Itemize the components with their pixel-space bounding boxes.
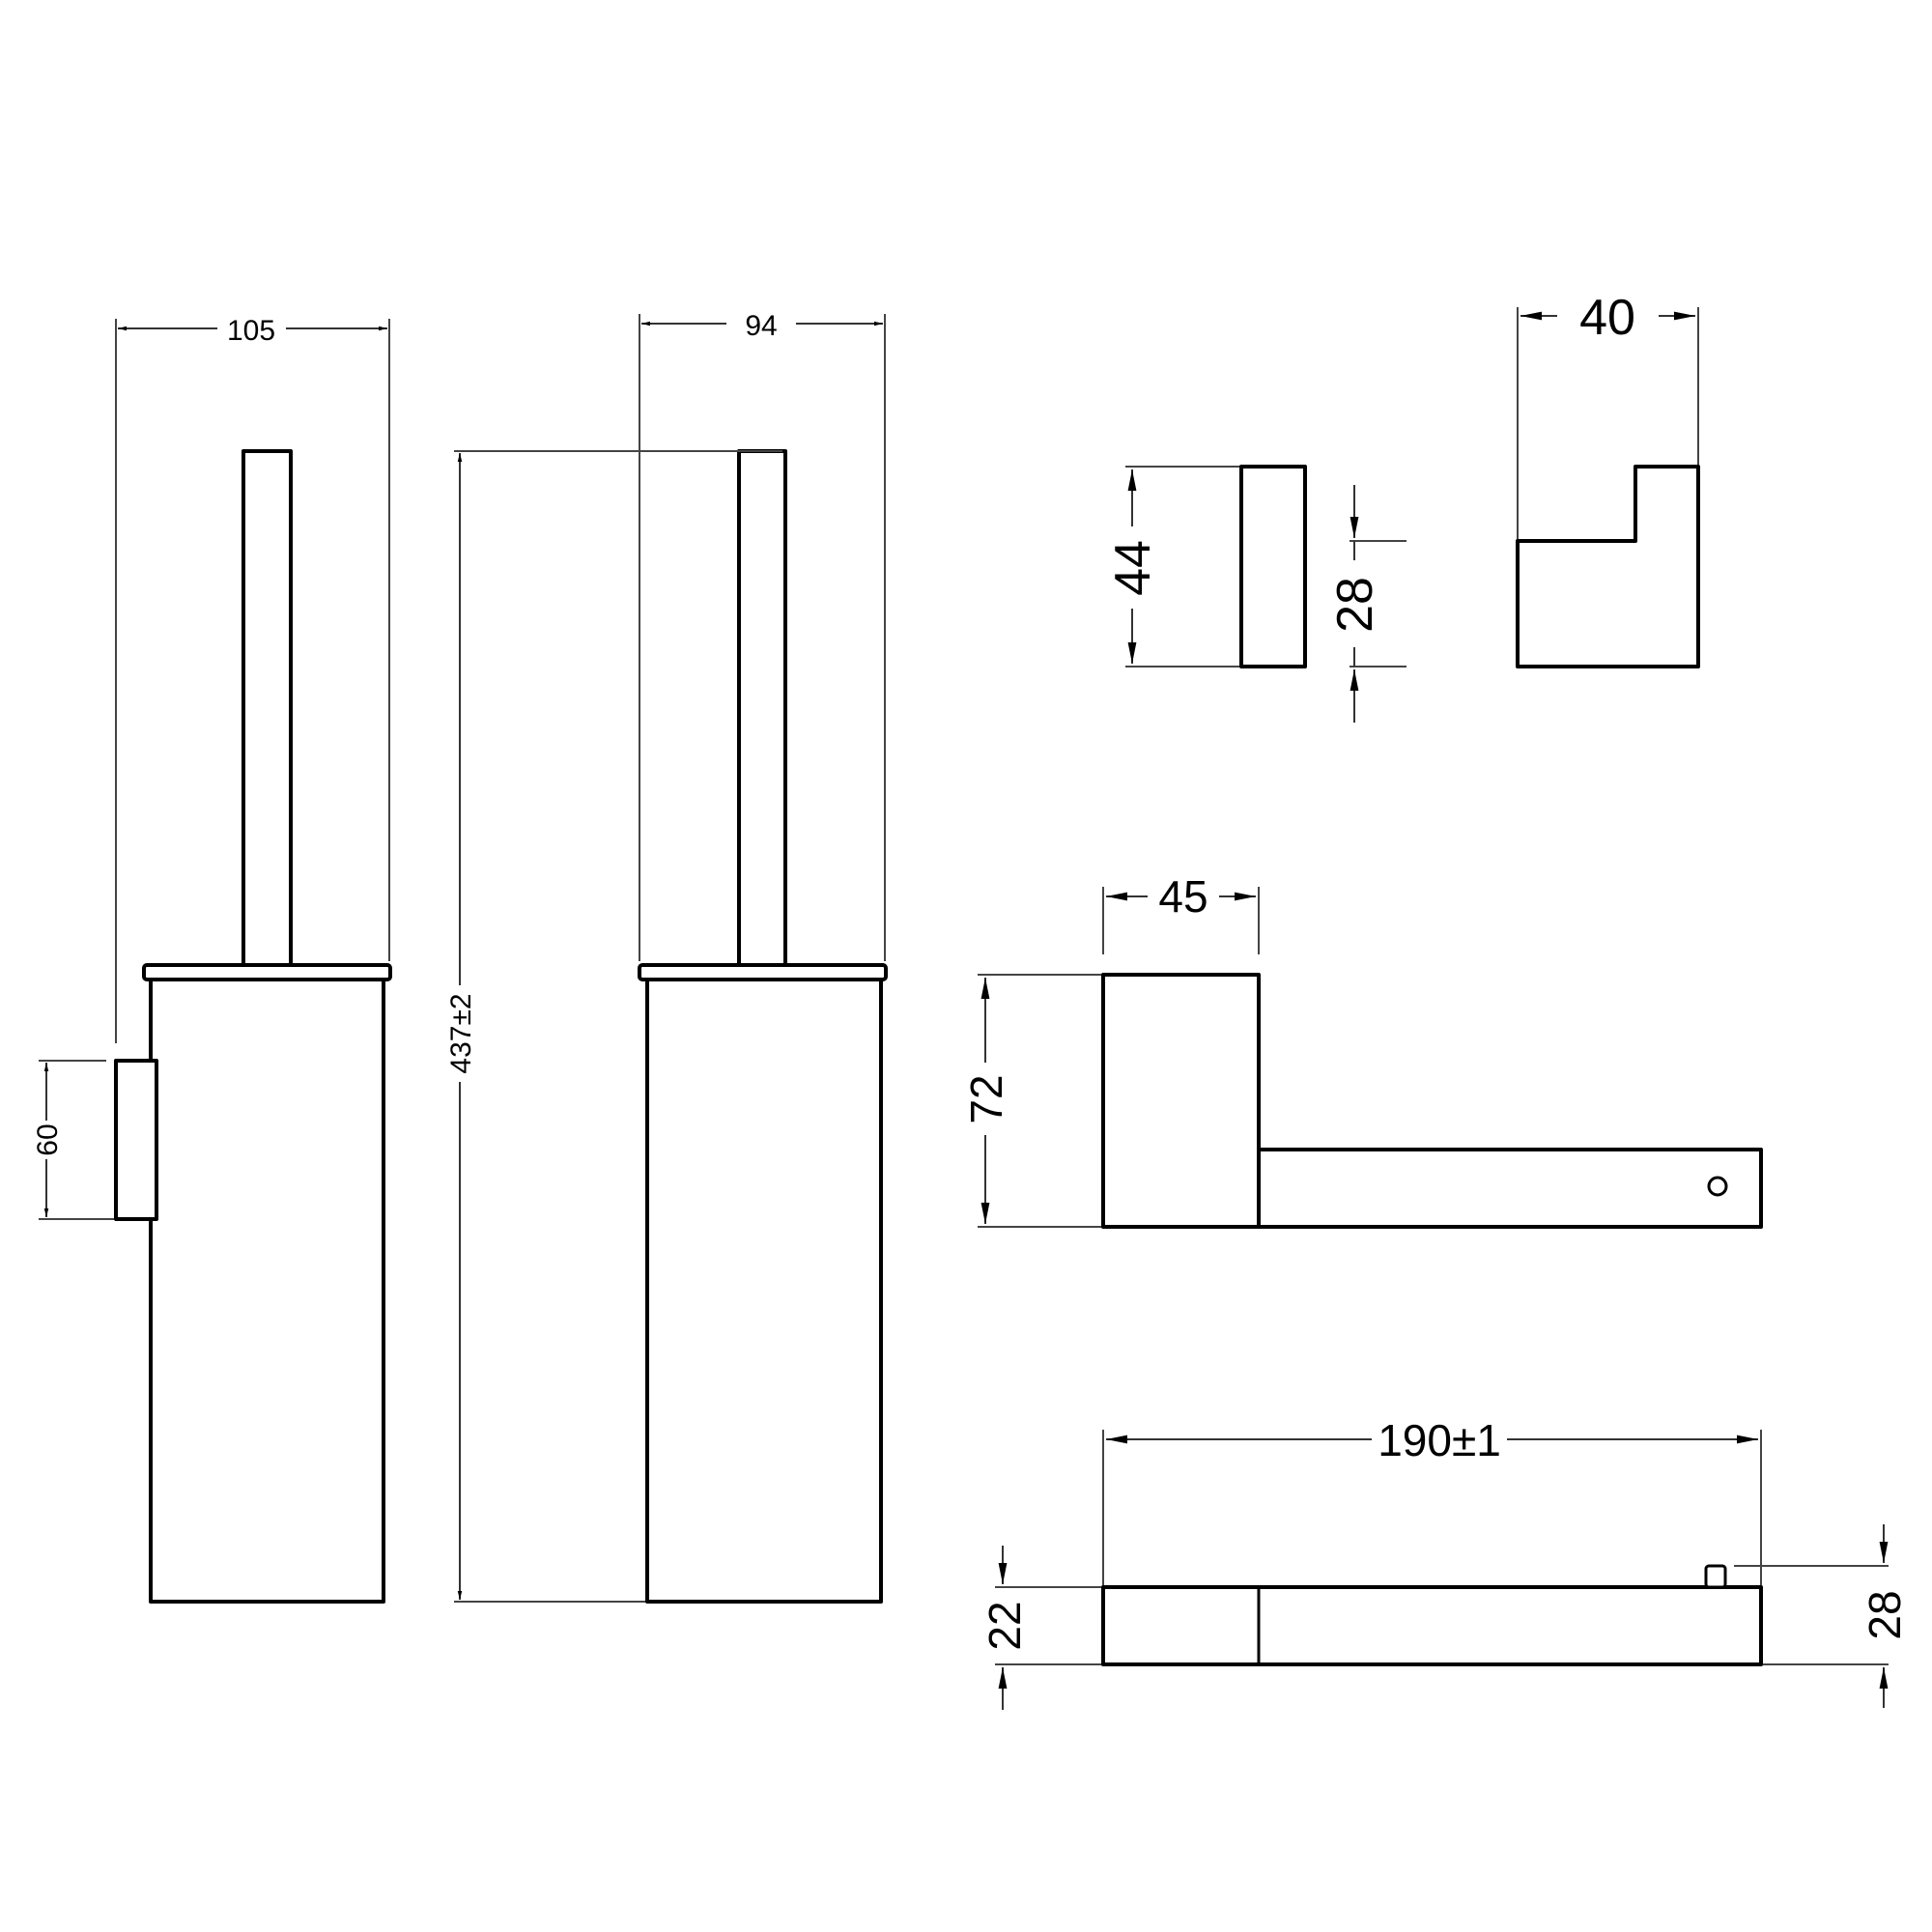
brush-container — [149, 978, 385, 1604]
dim-total-height: 437±2 — [445, 993, 477, 1073]
paper-holder-front-view: 45 72 — [961, 871, 1763, 1229]
dim-holder-depth-with-pin: 28 — [1860, 1590, 1910, 1639]
holder-wall-block — [1101, 973, 1261, 1229]
brush-handle — [242, 449, 293, 967]
dim-holder-length: 190±1 — [1378, 1415, 1501, 1465]
dim-hook-width: 40 — [1579, 290, 1635, 346]
holder-end-cap-hole — [1707, 1176, 1728, 1197]
dim-holder-height: 72 — [961, 1074, 1011, 1123]
toilet-brush-front-view: 94 437±2 — [445, 310, 888, 1604]
dim-block-width: 45 — [1158, 871, 1208, 922]
robe-hook-side-view: 44 — [1105, 465, 1307, 668]
dim-bracket-height: 60 — [32, 1123, 64, 1155]
brush-lid — [142, 963, 392, 981]
brush-lid-front — [638, 963, 888, 981]
hook-profile-body — [1516, 465, 1700, 668]
wall-bracket — [114, 1059, 158, 1221]
dim-front-width: 94 — [745, 310, 777, 342]
dim-brush-width: 105 — [227, 315, 275, 347]
dim-hook-height: 44 — [1105, 540, 1161, 596]
toilet-brush-side-view: 105 60 — [32, 315, 392, 1604]
hook-side-body — [1239, 465, 1307, 668]
holder-top-pin — [1704, 1564, 1727, 1589]
dim-holder-depth: 22 — [980, 1601, 1030, 1650]
brush-handle-front — [737, 449, 787, 967]
robe-hook-profile-view: 40 28 — [1327, 290, 1700, 723]
holder-arm — [1257, 1148, 1763, 1229]
brush-container-front — [645, 978, 883, 1604]
dim-hook-lower-height: 28 — [1327, 577, 1383, 633]
holder-top-body — [1101, 1585, 1763, 1666]
paper-holder-top-view: 190±1 22 28 — [980, 1415, 1910, 1710]
